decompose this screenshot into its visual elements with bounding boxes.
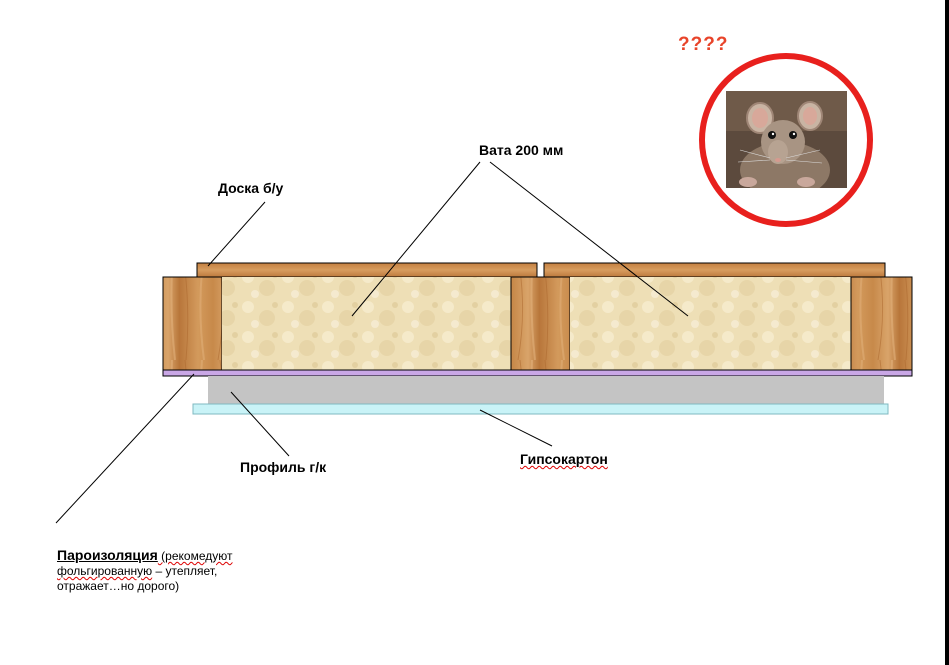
note-text-3: – утепляет, — [152, 564, 218, 578]
label-board: Доска б/у — [218, 180, 284, 196]
label-profile: Профиль г/к — [240, 459, 327, 475]
leader-drywall — [479, 409, 553, 447]
drywall-layer — [192, 403, 889, 415]
leader-vapor — [55, 373, 195, 524]
label-wool: Вата 200 мм — [479, 142, 564, 158]
leader-profile — [230, 391, 290, 457]
leader-board — [207, 201, 266, 267]
vapor-barrier — [162, 369, 913, 377]
note-text-2: фольгированную — [57, 564, 153, 578]
joist-2 — [510, 276, 571, 371]
frame-border — [945, 0, 949, 665]
question-marks: ???? — [678, 34, 729, 55]
leader-wool-right — [489, 161, 689, 317]
highlight-circle — [699, 53, 873, 227]
top-board-left — [196, 262, 538, 278]
joist-1 — [162, 276, 223, 371]
joist-3 — [850, 276, 913, 371]
leader-wool-left — [351, 161, 481, 317]
note-text-1: (рекомедуют — [157, 549, 233, 563]
note-title: Пароизоляция — [57, 547, 158, 563]
profile-layer — [208, 376, 884, 404]
top-board-right — [543, 262, 886, 278]
wool-2 — [570, 277, 851, 370]
mouse-photo — [726, 91, 847, 188]
note-text-4: отражает…но дорого) — [57, 579, 180, 593]
wool-1 — [222, 277, 511, 370]
label-drywall: Гипсокартон — [520, 451, 608, 467]
vapor-barrier-note: Пароизоляция (рекомедуют фольгированную … — [57, 548, 287, 594]
